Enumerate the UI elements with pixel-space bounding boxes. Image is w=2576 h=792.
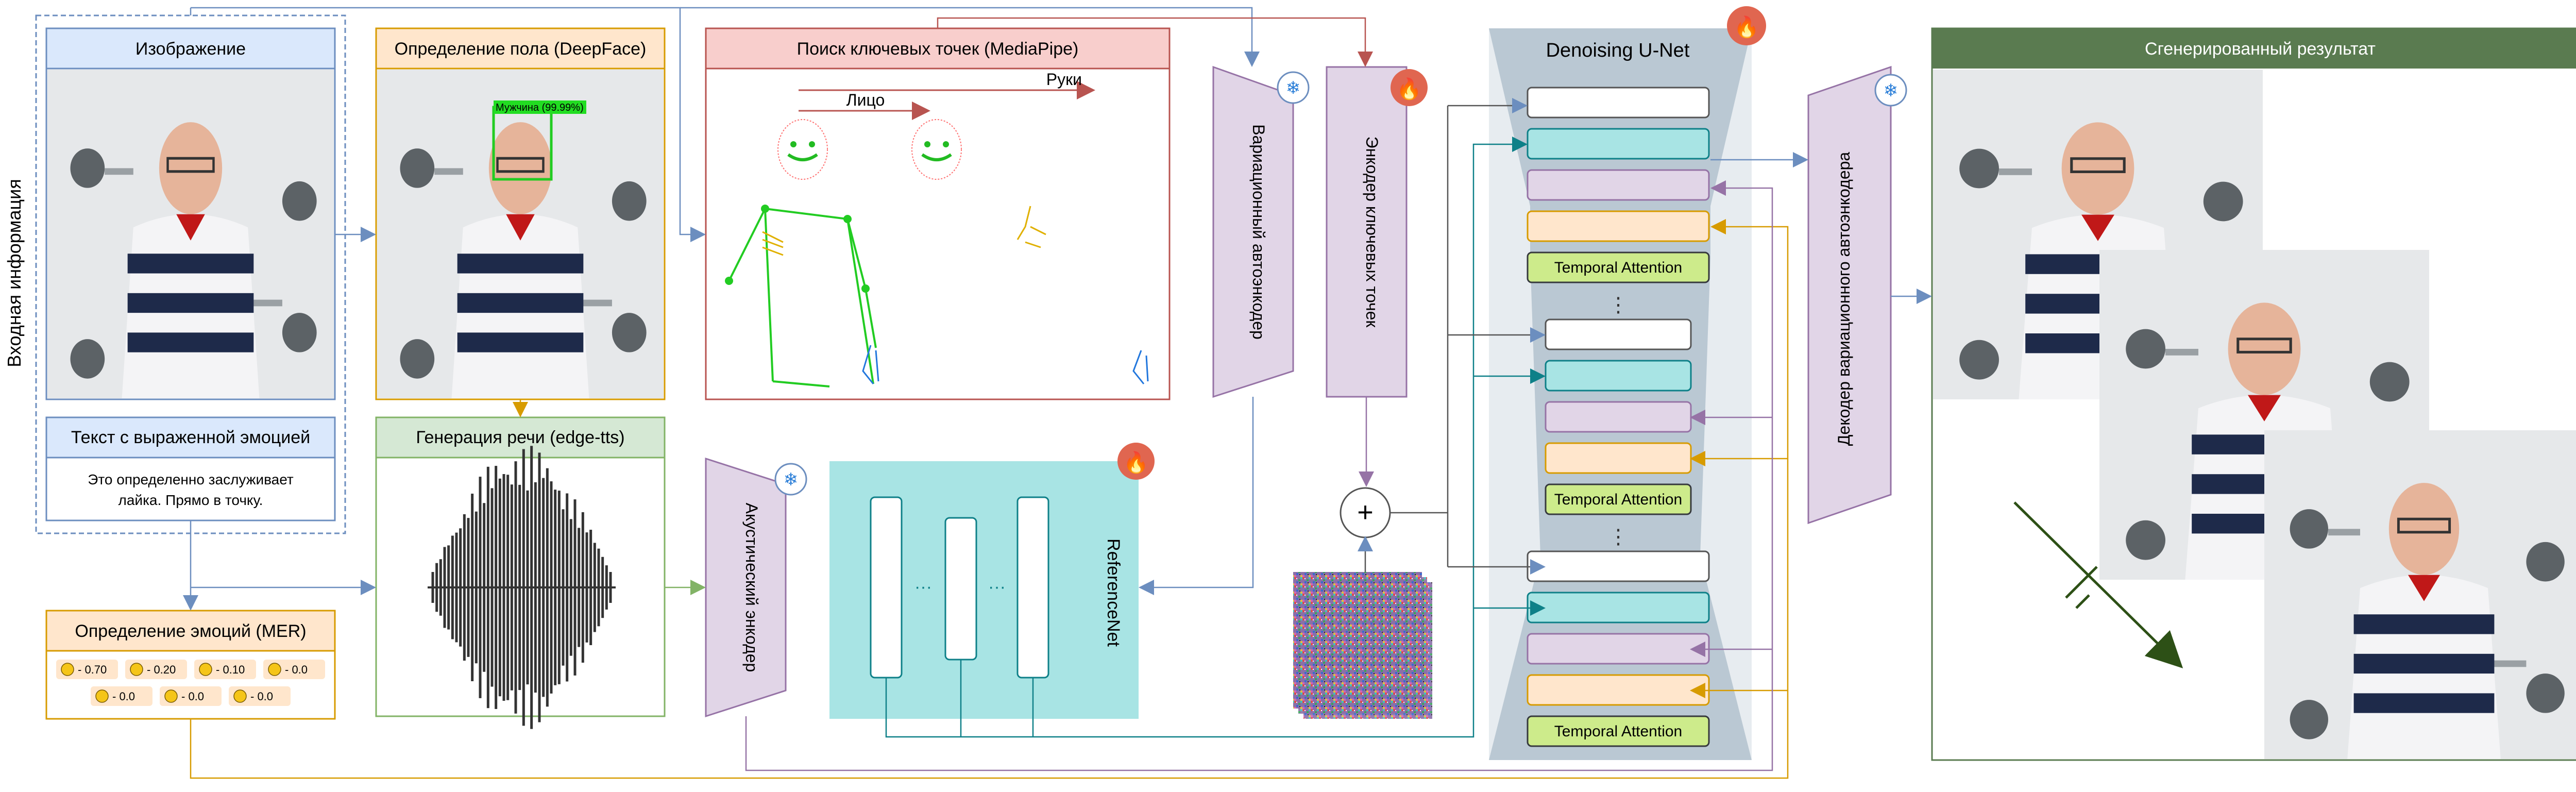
temporal-attention-label: Temporal Attention [1554, 723, 1682, 740]
unet-block: Denoising U-Net 🔥 Temporal Attention ⋮ Tem… [1489, 6, 1766, 760]
plus-glyph: + [1357, 497, 1374, 528]
input-image-panel: Изображение [45, 27, 336, 400]
keypoint-encoder-block: Энкодер ключевых точек 🔥 [1326, 66, 1428, 398]
emotion-panel: Определение эмоций (MER) - 0.70 - 0.20 - 0… [45, 610, 336, 720]
vertical-ellipsis: ⋮ [1608, 526, 1629, 548]
vertical-ellipsis: ⋮ [1608, 294, 1629, 316]
hands-label: Руки [1046, 70, 1082, 89]
keypoints-title: Поиск ключевых точек (MediaPipe) [797, 39, 1079, 59]
face-mesh-1 [777, 119, 828, 180]
svg-text:···: ··· [914, 577, 932, 597]
audio-waveform [428, 446, 616, 729]
flame-glyph: 🔥 [1734, 15, 1759, 39]
speech-panel: Генерация речи (edge-tts) [375, 416, 666, 729]
keypoint-encoder-label: Энкодер ключевых точек [1363, 137, 1381, 328]
flame-glyph: 🔥 [1123, 450, 1149, 474]
body-skeleton [725, 205, 877, 387]
emotion-score: - 0.70 [78, 663, 107, 676]
output-panel: Сгенерированный результат [1931, 27, 2576, 761]
vae-decoder-label: Декодер вариационного автоэнкодера [1835, 152, 1853, 446]
acoustic-encoder-frozen-icon [774, 463, 807, 496]
unet-layer [1545, 318, 1692, 350]
unet-layer [1527, 592, 1710, 624]
temporal-attention-block [1527, 715, 1710, 747]
hand-keypoints [762, 206, 1046, 256]
gender-title: Определение пола (DeepFace) [395, 39, 647, 59]
face-label: Лицо [846, 91, 885, 109]
vae-encoder-label: Вариационный автоэнкодер [1249, 124, 1268, 340]
unet-layer [1545, 360, 1692, 392]
input-text-panel: Текст с выраженной эмоцией Это определен… [45, 416, 336, 521]
emotion-title: Определение эмоций (MER) [75, 621, 306, 641]
emoji-face-icon [233, 689, 247, 703]
unet-layer [1527, 210, 1710, 242]
emotion-score: - 0.0 [250, 690, 273, 703]
emoji-face-icon [95, 689, 109, 703]
unet-layer [1527, 550, 1710, 582]
unet-title: Denoising U-Net [1546, 40, 1690, 61]
unet-layer [1545, 442, 1692, 474]
keypoints-panel: Поиск ключевых точек (MediaPipe) Руки Ли… [705, 27, 1171, 400]
detection-tag [494, 100, 586, 114]
flame-glyph: 🔥 [1396, 77, 1422, 100]
unet-layer [1527, 169, 1710, 201]
noise-latents [1293, 572, 1432, 719]
input-text-title: Текст с выраженной эмоцией [71, 428, 310, 447]
input-side-label: Входная информация [4, 179, 25, 367]
emoji-face-icon [130, 663, 143, 676]
unet-layer [1527, 128, 1710, 160]
emotion-score: - 0.0 [112, 690, 135, 703]
emotion-score: - 0.0 [181, 690, 204, 703]
speech-title: Генерация речи (edge-tts) [416, 428, 624, 447]
unet-layer [1527, 674, 1710, 706]
time-arrow [2013, 501, 2183, 669]
snowflake-glyph: ❄ [1884, 81, 1899, 100]
connectors [183, 7, 1932, 779]
face-mesh-2 [911, 119, 962, 180]
emoji-face-icon [61, 663, 74, 676]
temporal-attention-block [1527, 251, 1710, 283]
vae-decoder-frozen-icon [1874, 74, 1907, 107]
referencenet-trainable-icon [1117, 443, 1155, 480]
hand-keypoints-blue [862, 345, 1149, 384]
output-title: Сгенерированный результат [2145, 39, 2376, 59]
unet-layer [1545, 401, 1692, 433]
svg-text:···: ··· [988, 577, 1006, 597]
unet-layer [1527, 633, 1710, 665]
keypoint-encoder-trainable-icon [1391, 69, 1428, 106]
acoustic-encoder-label: Акустический энкодер [742, 503, 761, 672]
emotion-score: - 0.10 [216, 663, 245, 676]
input-image-title: Изображение [135, 39, 246, 59]
input-text-line1: Это определенно заслуживает [88, 471, 294, 487]
snowflake-glyph: ❄ [1286, 78, 1301, 98]
vae-encoder-frozen-icon [1277, 71, 1310, 104]
gender-photo [377, 70, 664, 398]
emoji-face-icon [268, 663, 281, 676]
unet-trainable-icon [1727, 6, 1766, 45]
referencenet-block: ··· ··· ReferenceNet 🔥 [829, 443, 1155, 719]
temporal-attention-label: Temporal Attention [1554, 259, 1682, 276]
detection-label: Мужчина (99.99%) [496, 102, 584, 113]
unet-layer [1527, 87, 1710, 119]
vae-encoder-block: Вариационный автоэнкодер ❄ [1212, 65, 1310, 398]
emotion-score: - 0.0 [285, 663, 308, 676]
temporal-attention-label: Temporal Attention [1554, 491, 1682, 508]
emoji-face-icon [199, 663, 212, 676]
snowflake-glyph: ❄ [784, 470, 799, 490]
emotion-score: - 0.20 [147, 663, 176, 676]
emoji-face-icon [164, 689, 178, 703]
temporal-attention-block [1545, 483, 1692, 515]
input-text-line2: лайка. Прямо в точку. [118, 492, 263, 508]
vae-decoder-block: Декодер вариационного автоэнкодера ❄ [1807, 65, 1907, 525]
referencenet-label: ReferenceNet [1104, 538, 1123, 647]
input-photo [47, 70, 334, 398]
time-arrow-tick [2065, 566, 2098, 599]
gender-panel: Определение пола (DeepFace) Мужчина (99.… [375, 27, 666, 400]
output-frame-3 [2264, 430, 2576, 759]
acoustic-encoder-block: Акустический энкодер ❄ [705, 457, 807, 718]
